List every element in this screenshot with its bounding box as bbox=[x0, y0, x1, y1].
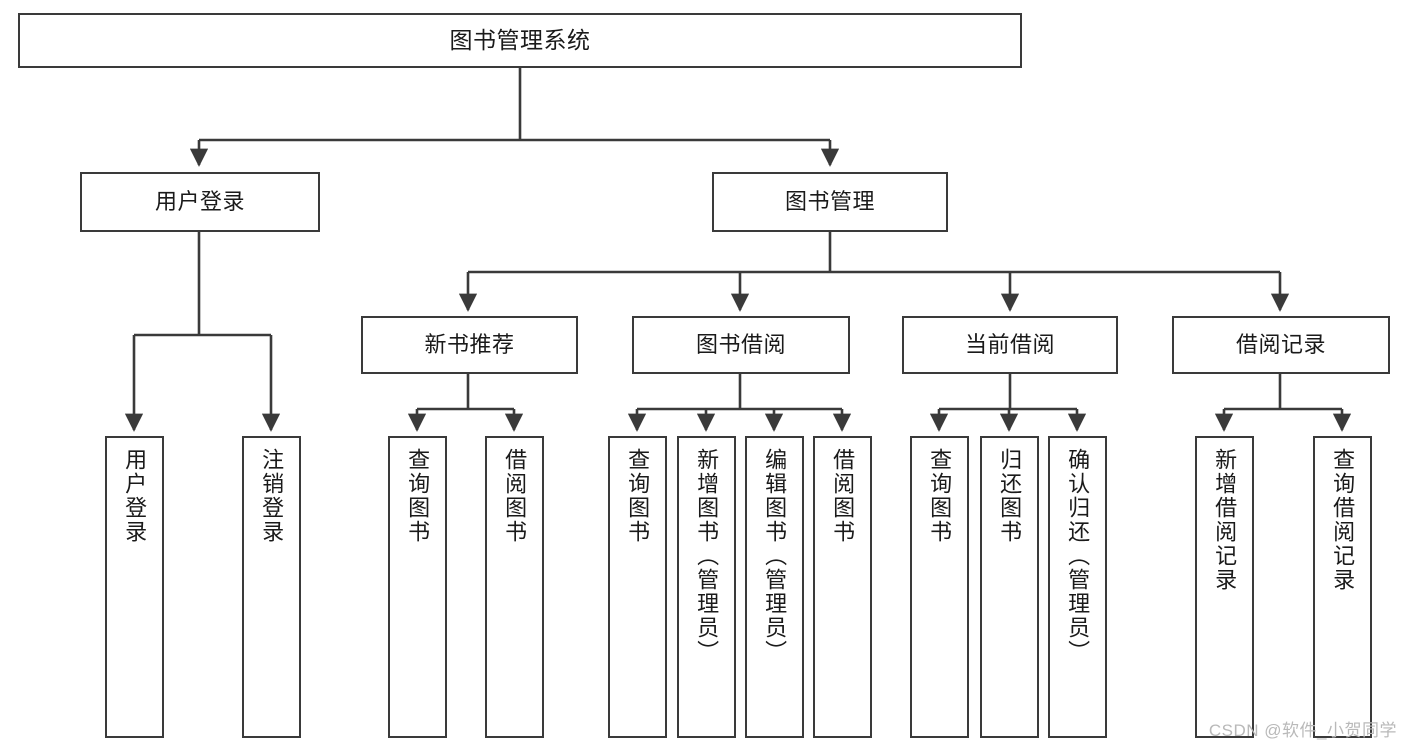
node-leaf-query-book-3[interactable]: 查询图书 bbox=[910, 436, 969, 738]
node-label: 借阅图书 bbox=[830, 448, 856, 544]
node-label: 当前借阅 bbox=[964, 331, 1055, 357]
node-label: 确认归还（管理员） bbox=[1065, 448, 1091, 664]
node-book-management[interactable]: 图书管理 bbox=[712, 172, 948, 232]
node-book-borrow[interactable]: 图书借阅 bbox=[632, 316, 850, 374]
node-current-borrow[interactable]: 当前借阅 bbox=[902, 316, 1118, 374]
node-label: 新增借阅记录 bbox=[1212, 448, 1238, 592]
node-leaf-query-book-2[interactable]: 查询图书 bbox=[608, 436, 667, 738]
node-leaf-user-login[interactable]: 用户登录 bbox=[105, 436, 164, 738]
node-label: 编辑图书（管理员） bbox=[762, 448, 788, 664]
node-label: 新增图书（管理员） bbox=[694, 448, 720, 664]
node-label: 图书管理系统 bbox=[449, 26, 591, 53]
node-label: 图书借阅 bbox=[695, 331, 786, 357]
node-leaf-edit-book[interactable]: 编辑图书（管理员） bbox=[745, 436, 804, 738]
node-borrow-record[interactable]: 借阅记录 bbox=[1172, 316, 1390, 374]
node-leaf-add-record[interactable]: 新增借阅记录 bbox=[1195, 436, 1254, 738]
watermark-credit: CSDN @软件_小贺同学 bbox=[1208, 721, 1397, 740]
node-leaf-add-book[interactable]: 新增图书（管理员） bbox=[677, 436, 736, 738]
node-label: 注销登录 bbox=[259, 448, 285, 544]
node-label: 查询图书 bbox=[625, 448, 651, 544]
node-leaf-query-record[interactable]: 查询借阅记录 bbox=[1313, 436, 1372, 738]
node-label: 查询借阅记录 bbox=[1330, 448, 1356, 592]
node-label: 归还图书 bbox=[997, 448, 1023, 544]
node-leaf-borrow-book-1[interactable]: 借阅图书 bbox=[485, 436, 544, 738]
node-leaf-return-book[interactable]: 归还图书 bbox=[980, 436, 1039, 738]
node-leaf-logout-login[interactable]: 注销登录 bbox=[242, 436, 301, 738]
node-user-login[interactable]: 用户登录 bbox=[80, 172, 320, 232]
node-label: 借阅记录 bbox=[1235, 331, 1326, 357]
node-label: 图书管理 bbox=[784, 188, 875, 214]
node-label: 用户登录 bbox=[122, 448, 148, 544]
node-label: 查询图书 bbox=[927, 448, 953, 544]
node-new-book-recommend[interactable]: 新书推荐 bbox=[361, 316, 578, 374]
node-label: 查询图书 bbox=[405, 448, 431, 544]
node-label: 新书推荐 bbox=[424, 331, 515, 357]
node-leaf-borrow-book-2[interactable]: 借阅图书 bbox=[813, 436, 872, 738]
node-label: 借阅图书 bbox=[502, 448, 528, 544]
node-leaf-query-book-1[interactable]: 查询图书 bbox=[388, 436, 447, 738]
node-root-book-management-system[interactable]: 图书管理系统 bbox=[18, 13, 1022, 68]
node-label: 用户登录 bbox=[154, 188, 245, 214]
node-leaf-confirm-return[interactable]: 确认归还（管理员） bbox=[1048, 436, 1107, 738]
